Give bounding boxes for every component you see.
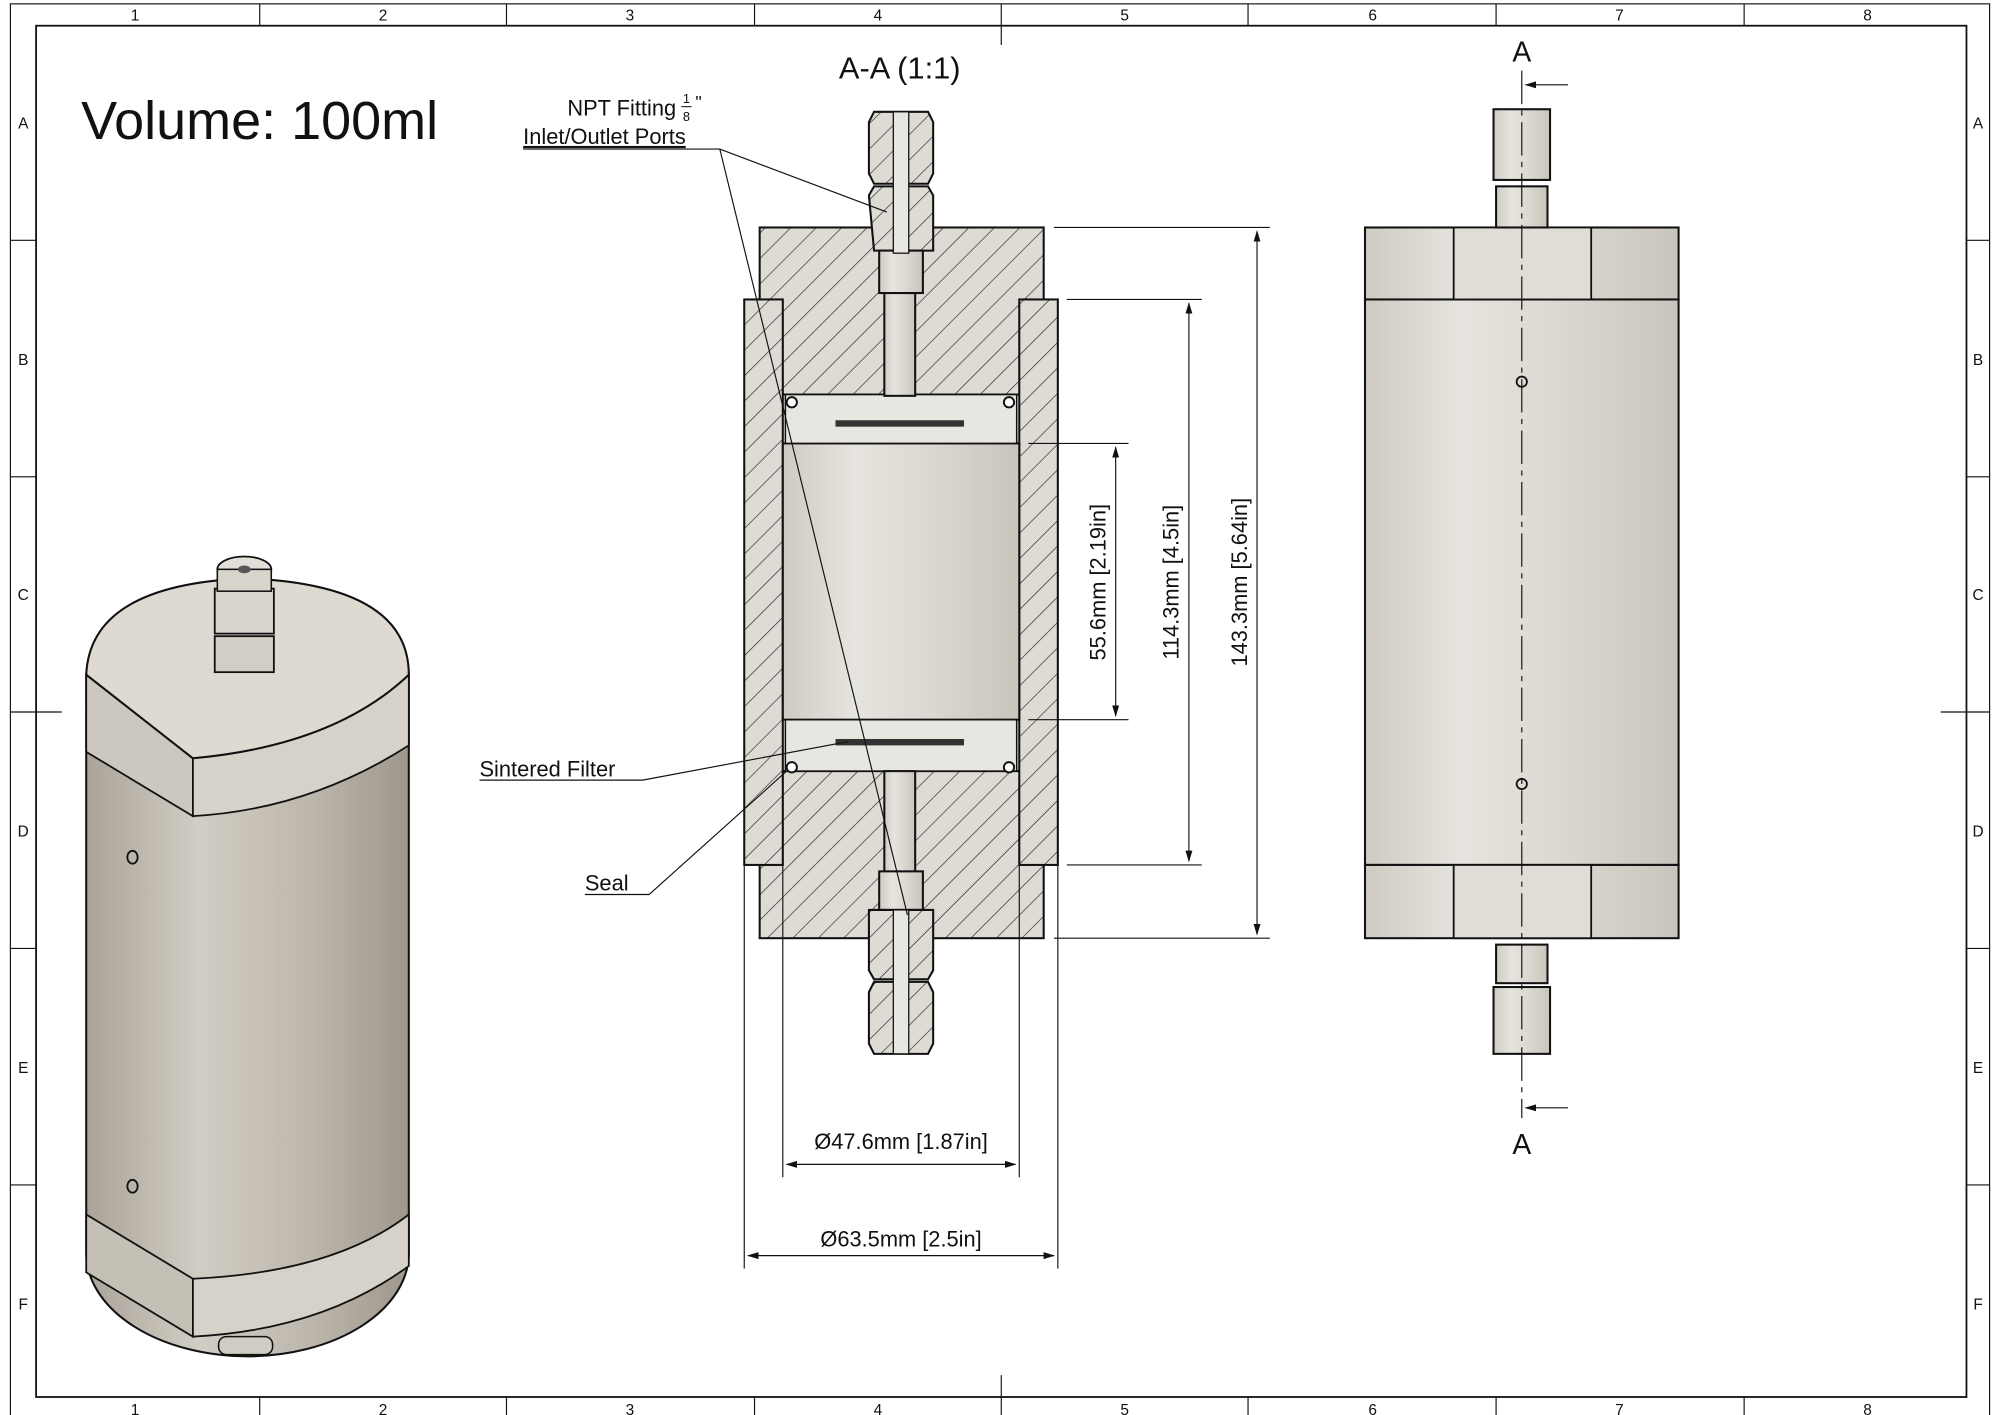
seal: [1002, 761, 1016, 774]
inch-mark: ": [695, 92, 701, 112]
col-label: 6: [1368, 1402, 1377, 1415]
section-marker-top: A: [1512, 36, 1531, 68]
col-label: 6: [1368, 8, 1377, 25]
col-label: 5: [1120, 8, 1129, 25]
col-label: 4: [874, 1402, 883, 1415]
sheet-frame: 1 2 3 4 5 6 7 8 1 2 3 4 5 6 7 8 A B C D …: [9, 3, 1991, 1415]
section-title: A-A (1:1): [839, 50, 961, 85]
fraction-denominator: 8: [683, 109, 690, 124]
col-label: 3: [626, 1402, 635, 1415]
row-label: F: [19, 1297, 28, 1314]
row-label: B: [1973, 352, 1983, 369]
chamber-height-dim: 55.6mm [2.19in]: [1085, 504, 1110, 661]
row-label: F: [1973, 1297, 1982, 1314]
row-label: E: [1973, 1060, 1983, 1077]
volume-title: Volume: 100ml: [81, 91, 438, 151]
col-label: 5: [1120, 1402, 1129, 1415]
outer-diameter-dim: Ø63.5mm [2.5in]: [820, 1227, 981, 1252]
bottom-fitting: [867, 870, 935, 1055]
section-view-a-a: A-A (1:1) NPT Fitting 1 8 " Inlet/Outlet…: [479, 50, 1270, 1269]
row-label: E: [18, 1060, 28, 1077]
inner-diameter-dim: Ø47.6mm [1.87in]: [814, 1129, 988, 1154]
top-fitting: [867, 110, 935, 295]
col-label: 7: [1615, 8, 1624, 25]
col-label: 1: [131, 1402, 140, 1415]
seal: [785, 761, 798, 774]
row-label: B: [18, 352, 28, 369]
isometric-view: [85, 555, 410, 1358]
row-label: D: [18, 824, 29, 841]
fraction-numerator: 1: [683, 91, 690, 106]
filter-callout: Sintered Filter: [479, 756, 615, 781]
row-label: D: [1972, 824, 1983, 841]
row-label: C: [18, 587, 29, 604]
row-label: A: [18, 116, 29, 133]
overall-height-dim: 143.3mm [5.64in]: [1227, 498, 1252, 667]
fitting-callout: NPT Fitting: [567, 96, 676, 121]
sintered-filter-bottom: [835, 738, 965, 746]
sleeve-height-dim: 114.3mm [4.5in]: [1159, 505, 1184, 660]
section-marker-bottom: A: [1512, 1128, 1531, 1160]
col-label: 8: [1863, 1402, 1872, 1415]
seal: [785, 396, 798, 409]
row-label: C: [1972, 587, 1983, 604]
col-label: 1: [131, 8, 140, 25]
col-label: 4: [874, 8, 883, 25]
col-label: 2: [379, 1402, 388, 1415]
col-label: 8: [1863, 8, 1872, 25]
seal-callout: Seal: [585, 871, 629, 896]
col-label: 3: [626, 8, 635, 25]
seal: [1002, 396, 1016, 409]
sintered-filter-top: [835, 420, 965, 427]
col-label: 7: [1615, 1402, 1624, 1415]
ports-callout: Inlet/Outlet Ports: [523, 124, 686, 149]
row-label: A: [1973, 116, 1984, 133]
side-view: A A: [1363, 36, 1680, 1160]
col-label: 2: [379, 8, 388, 25]
